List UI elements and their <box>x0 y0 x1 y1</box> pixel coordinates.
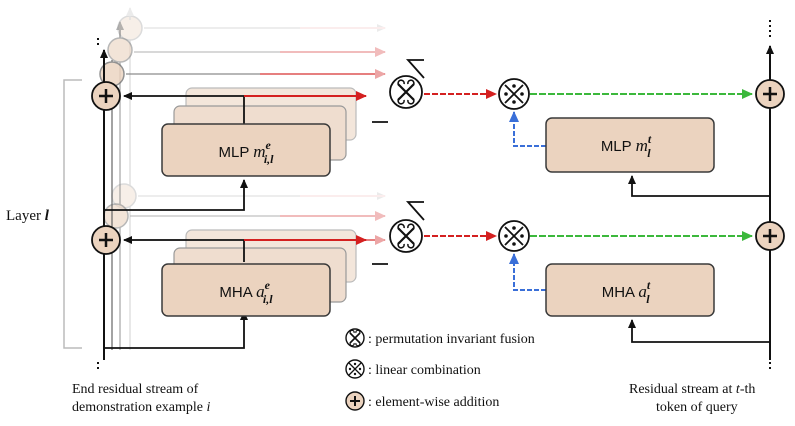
left-caption-line2: demonstration example i <box>72 400 211 415</box>
element-wise-addition-icon <box>345 391 365 411</box>
query-mlp-to-combination-arrow <box>509 111 546 147</box>
mlp-linear-combination-icon <box>498 78 530 110</box>
right-caption-line2: token of query <box>656 400 738 415</box>
right-caption-line1: Residual stream at t-th <box>629 382 755 397</box>
ghost-stream-lightest <box>111 7 386 350</box>
legend: : permutation invariant fusion : linear … <box>345 328 535 411</box>
demo-add-mlp-icon <box>91 81 121 111</box>
query-residual-stream <box>628 20 774 372</box>
legend-linear-label: : linear combination <box>368 363 481 378</box>
query-add-mlp-icon <box>755 79 785 109</box>
mlp-fusion-icon <box>372 59 425 123</box>
mha-fusion-icon <box>372 201 425 265</box>
legend-permutation-label: : permutation invariant fusion <box>368 332 535 347</box>
linear-combination-icon <box>345 359 365 379</box>
query-mha-to-combination-arrow <box>509 253 546 291</box>
svg-text:MHA aei,l: MHA aei,l <box>219 278 273 306</box>
layer-label: Layer l <box>6 208 50 224</box>
svg-text:MLP mei,l: MLP mei,l <box>218 138 274 166</box>
query-add-mha-icon <box>755 221 785 251</box>
demo-add-mha-icon <box>91 225 121 255</box>
layer-bracket <box>63 79 82 349</box>
mha-linear-combination-icon <box>498 220 530 252</box>
svg-text:MHA atl: MHA atl <box>602 278 651 306</box>
permutation-fusion-icon <box>345 328 365 348</box>
left-caption-line1: End residual stream of <box>72 382 199 397</box>
legend-addition-label: : element-wise addition <box>368 395 499 410</box>
svg-text:MLP mtl: MLP mtl <box>601 132 652 160</box>
